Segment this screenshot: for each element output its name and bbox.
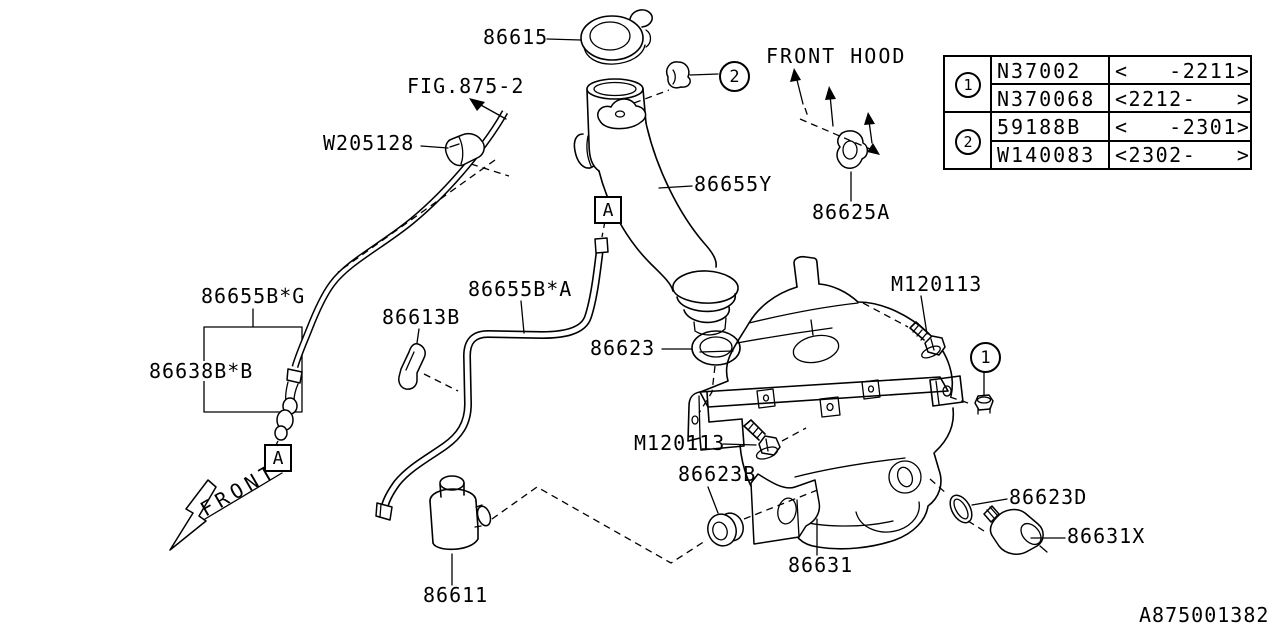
table-divider xyxy=(990,83,1250,85)
label-86623d: 86623D xyxy=(1009,485,1088,509)
label-86623b: 86623B xyxy=(678,462,757,486)
table-date-range: < -2211> xyxy=(1115,59,1251,83)
grommet-86623-drawing xyxy=(662,331,740,413)
label-86615: 86615 xyxy=(483,25,549,49)
clip-w205128-drawing xyxy=(421,134,509,176)
motor-86631x-drawing xyxy=(984,506,1065,554)
table-ref-1: 1 xyxy=(955,72,981,98)
bolt-upper-drawing xyxy=(863,296,945,360)
table-part-number: W140083 xyxy=(997,143,1096,167)
filler-hose-drawing xyxy=(599,123,738,335)
connector-a-box-top: A xyxy=(594,196,622,224)
label-86611: 86611 xyxy=(423,583,489,607)
label-m120113-lower: M120113 xyxy=(634,431,726,455)
label-86623: 86623 xyxy=(590,336,656,360)
filler-neck-drawing xyxy=(574,79,646,171)
diagram-id: A875001382 xyxy=(1139,603,1270,627)
table-part-number: N37002 xyxy=(997,59,1082,83)
table-part-number: 59188B xyxy=(997,115,1082,139)
tank-drawing xyxy=(688,257,963,452)
neck-clip-drawing xyxy=(634,62,718,103)
front-direction-arrow xyxy=(170,473,282,550)
oring-86623d-drawing xyxy=(930,479,1007,531)
table-date-range: <2212- > xyxy=(1115,87,1251,111)
label-w205128: W205128 xyxy=(323,131,415,155)
nut-callout1-drawing xyxy=(950,369,993,414)
cap-drawing xyxy=(547,10,652,64)
pump-86611-drawing xyxy=(430,476,493,585)
label-86655y: 86655Y xyxy=(694,172,773,196)
label-86638b-b: 86638B*B xyxy=(146,361,257,381)
table-date-range: <2302- > xyxy=(1115,143,1251,167)
label-86655b-a: 86655B*A xyxy=(468,277,573,301)
hood-clip-drawing xyxy=(837,131,867,201)
table-date-range: < -2301> xyxy=(1115,115,1251,139)
label-86631: 86631 xyxy=(788,553,854,577)
callout-2: 2 xyxy=(719,61,750,92)
label-figure-ref: FIG.875-2 xyxy=(407,74,525,98)
connector-a-box-bottom: A xyxy=(264,444,292,472)
joint-86613b-drawing xyxy=(399,329,458,391)
hose-a-drawing xyxy=(376,221,608,520)
grommet-86623b-drawing xyxy=(704,487,747,550)
label-86655b-g: 86655B*G xyxy=(201,284,306,308)
applicability-table: 1 2 N37002 < -2211> N370068 <2212- > 591… xyxy=(943,55,1252,170)
label-front-hood: FRONT HOOD xyxy=(766,44,907,68)
pump-mount-dash xyxy=(492,487,820,563)
label-86631x: 86631X xyxy=(1067,524,1146,548)
table-part-number: N370068 xyxy=(997,87,1096,111)
hose-g-drawing xyxy=(275,98,506,445)
table-divider xyxy=(945,111,1250,113)
table-divider xyxy=(990,140,1250,142)
tank-lower-drawing xyxy=(740,445,941,555)
bolt-lower-drawing xyxy=(723,420,806,461)
callout-1: 1 xyxy=(970,342,1001,373)
label-86613b: 86613B xyxy=(382,305,461,329)
label-86625a: 86625A xyxy=(812,200,891,224)
label-m120113-upper: M120113 xyxy=(891,272,983,296)
table-ref-2: 2 xyxy=(955,129,981,155)
front-hood-arrows xyxy=(790,68,880,155)
